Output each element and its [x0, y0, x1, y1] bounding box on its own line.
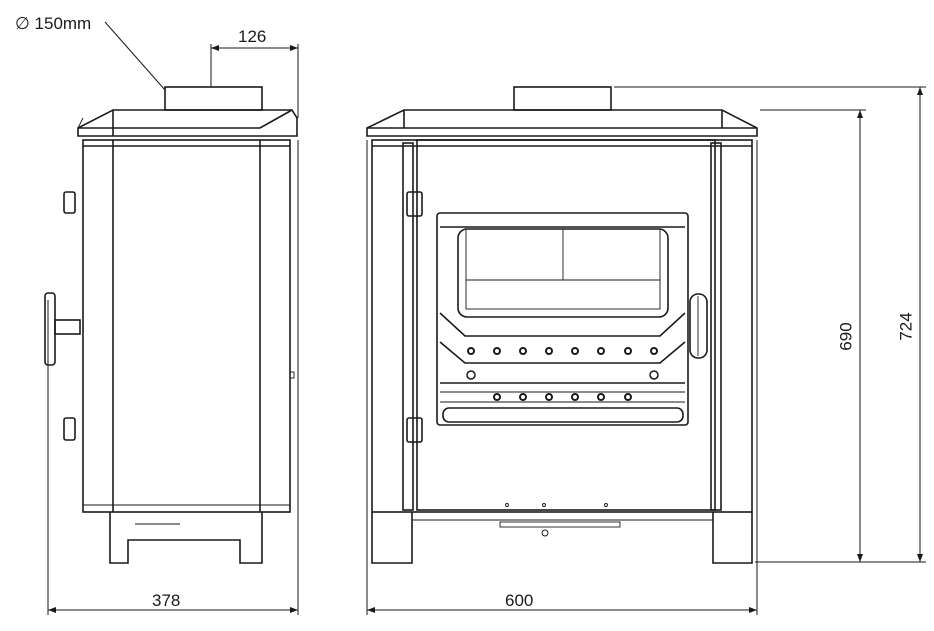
- screws: [466, 370, 659, 380]
- handle-side: [44, 292, 56, 366]
- left-pillar: [402, 142, 414, 511]
- door-handle-front: [689, 293, 708, 359]
- flue-collar-front: [513, 86, 612, 111]
- front-view: [366, 86, 758, 564]
- ash-lip: [442, 407, 684, 423]
- air-vent-row-1: [467, 347, 658, 355]
- height-total-label: 724: [896, 312, 916, 341]
- body-front: [371, 139, 753, 513]
- flue-offset-label: 126: [238, 27, 267, 46]
- height-body-label: 690: [836, 322, 856, 351]
- air-vent-row-2: [493, 393, 632, 401]
- side-view: [44, 86, 298, 564]
- right-pillar: [710, 142, 722, 511]
- panel-line-1: [439, 312, 686, 337]
- handle-stem-side: [54, 319, 81, 335]
- leg-left-front: [371, 512, 413, 564]
- top-plate-front: [366, 109, 758, 137]
- hinge-top-front: [406, 191, 423, 217]
- hinge-top-side: [63, 191, 76, 214]
- body-side: [82, 139, 291, 513]
- ash-pan-control: [499, 521, 621, 528]
- hinge-bottom-side: [63, 417, 76, 441]
- depth-label: 378: [152, 591, 181, 610]
- top-plate-side: [77, 109, 298, 137]
- legs-side: [109, 512, 263, 564]
- width-label: 600: [505, 591, 534, 610]
- leg-right-front: [712, 512, 753, 564]
- firebox-frame: [436, 212, 689, 426]
- hinge-bottom-front: [406, 417, 423, 443]
- flue-collar-side: [164, 86, 263, 111]
- flue-diameter-label: ∅ 150mm: [15, 14, 92, 33]
- door: [416, 139, 716, 511]
- dimensions: [47, 21, 926, 615]
- flue-leader: [104, 21, 166, 91]
